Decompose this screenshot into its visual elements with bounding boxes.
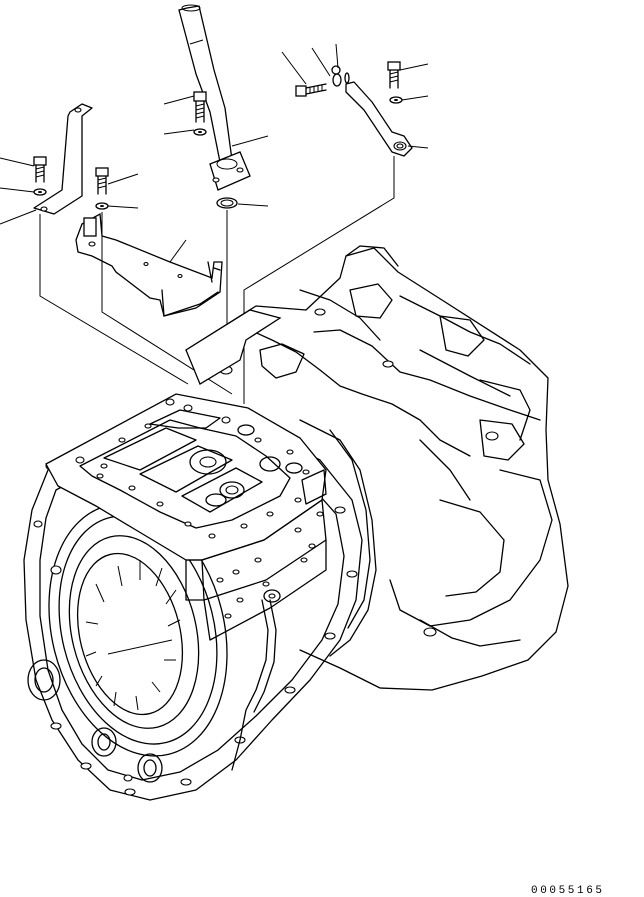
bolt — [33, 156, 47, 183]
tube-flange — [209, 151, 251, 191]
filler-tube — [178, 4, 233, 163]
o-ring — [216, 197, 238, 209]
bracket — [33, 103, 93, 215]
washer — [33, 188, 47, 196]
clip-bracket — [345, 81, 413, 157]
washer — [193, 128, 207, 136]
bolt — [387, 61, 401, 89]
bracket-plate — [75, 212, 223, 317]
control-valve-plate — [45, 393, 327, 641]
callout-leaders — [0, 43, 429, 655]
bolt — [95, 167, 109, 195]
figure-code: 00055165 — [531, 885, 605, 897]
washer — [95, 202, 109, 210]
bolt — [295, 83, 327, 97]
washer — [389, 96, 403, 104]
bolt — [193, 91, 207, 123]
transmission-case — [23, 245, 569, 801]
washer — [331, 65, 350, 87]
